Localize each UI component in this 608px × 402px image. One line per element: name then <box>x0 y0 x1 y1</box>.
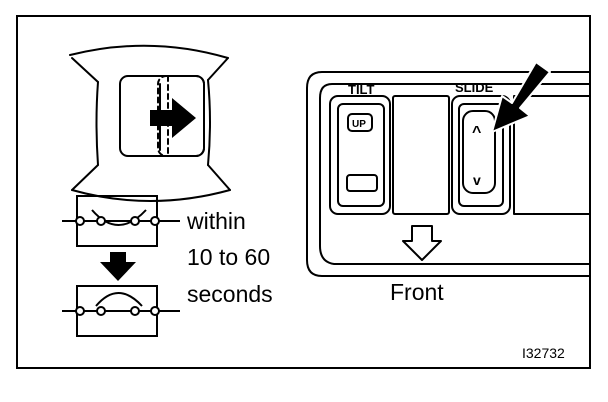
caption-line-2: 10 to 60 <box>187 244 270 270</box>
front-direction-arrow-icon <box>402 225 442 261</box>
front-label: Front <box>390 279 444 305</box>
press-pointer-arrow-icon <box>491 61 551 133</box>
tilt-up-button <box>347 113 373 132</box>
down-arrow-icon <box>100 252 136 281</box>
slide-down-glyph: v <box>473 172 481 188</box>
tilt-down-button <box>346 174 378 192</box>
slide-label: SLIDE <box>455 80 494 95</box>
caption-line-1: within <box>186 208 246 234</box>
tilt-up-label: UP <box>352 119 366 130</box>
contact-open-terminals <box>75 216 160 226</box>
caption-line-3: seconds <box>187 281 273 307</box>
push-right-arrow-icon <box>150 98 196 138</box>
contact-closed-terminals <box>75 306 160 316</box>
slide-rocker-button <box>462 110 496 194</box>
switch-panel-housing <box>306 71 591 277</box>
slide-up-glyph: ^ <box>472 124 481 141</box>
figure-id: I32732 <box>522 345 565 361</box>
tilt-label: TILT <box>348 82 375 97</box>
